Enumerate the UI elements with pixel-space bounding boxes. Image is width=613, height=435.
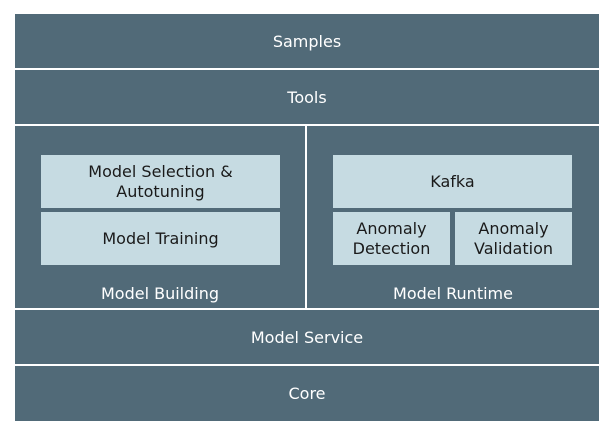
- model-building-section: Model Selection & Autotuning Model Train…: [15, 126, 305, 308]
- model-selection-autotuning-box: Model Selection & Autotuning: [41, 155, 280, 208]
- anomaly-validation-line2: Validation: [473, 238, 553, 258]
- layer-core-label: Core: [288, 384, 326, 403]
- model-runtime-label: Model Runtime: [393, 284, 513, 303]
- layer-samples: Samples: [15, 14, 599, 68]
- model-building-label: Model Building: [100, 284, 220, 303]
- architecture-diagram: Samples Tools Model Selection & Autotuni…: [15, 14, 599, 421]
- anomaly-validation-line1: Anomaly: [478, 218, 549, 238]
- anomaly-detection-box: Anomaly Detection: [333, 212, 450, 265]
- layer-model-service: Model Service: [15, 310, 599, 364]
- layer-tools: Tools: [15, 70, 599, 124]
- model-training-box: Model Training: [41, 212, 280, 265]
- model-selection-line1: Model Selection &: [88, 161, 233, 181]
- layer-model-service-label: Model Service: [250, 327, 364, 347]
- kafka-box: Kafka: [333, 155, 572, 208]
- anomaly-detection-line1: Anomaly: [356, 218, 427, 238]
- anomaly-validation-box: Anomaly Validation: [455, 212, 572, 265]
- layer-tools-label: Tools: [287, 87, 327, 107]
- model-training-label: Model Training: [102, 228, 219, 248]
- anomaly-detection-line2: Detection: [352, 238, 431, 258]
- kafka-label: Kafka: [430, 171, 475, 191]
- layer-samples-label: Samples: [272, 31, 342, 51]
- model-selection-line2: Autotuning: [116, 181, 205, 201]
- layer-core: Core: [15, 366, 599, 421]
- model-runtime-section: Kafka Anomaly Detection Anomaly Validati…: [307, 126, 599, 308]
